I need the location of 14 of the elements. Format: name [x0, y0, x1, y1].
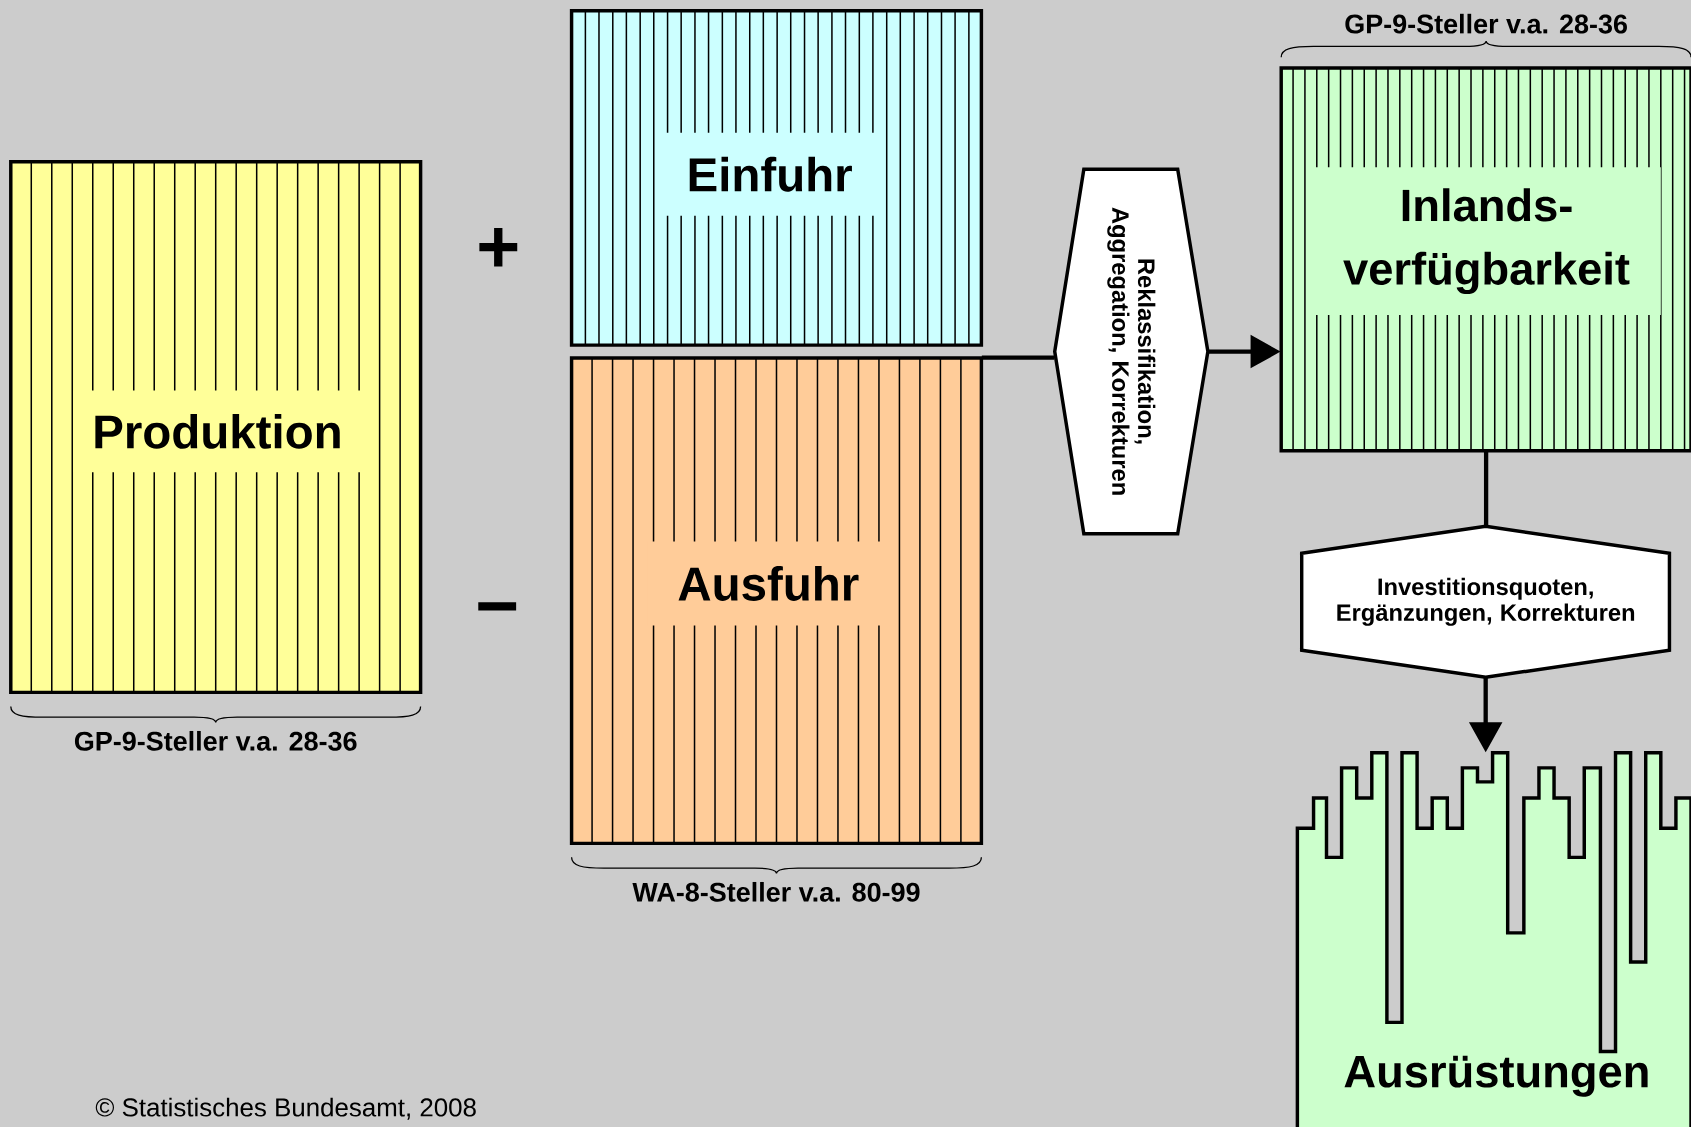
hexagon: Investitionsquoten, Ergänzungen, Korrekturen	[1299, 524, 1672, 680]
brace-label: WA-8-Steller v.a. 80-99	[632, 882, 920, 902]
hexagon: Reklassifikation, Aggregation, Korrekturen	[1053, 167, 1210, 536]
brace-label: GP-9-Steller v.a. 28-36	[1345, 13, 1627, 34]
connector-line	[981, 355, 1055, 360]
copyright-note: © Statistisches Bundesamt, 2008	[95, 1097, 476, 1120]
striped-box: Produktion GP-9-Steller v.a. 28-36	[9, 160, 423, 751]
brace-label: GP-9-Steller v.a. 28-36	[74, 731, 357, 751]
operator-sign: +	[479, 228, 518, 267]
striped-box: Einfuhr	[569, 9, 984, 347]
striped-box: Ausfuhr WA-8-Steller v.a. 80-99	[569, 356, 984, 902]
operator-sign: −	[478, 602, 517, 611]
connector-line	[1483, 451, 1489, 526]
striped-box: GP-9-Steller v.a. 28-36 Inlands- verfügbarkeit	[1279, 13, 1691, 453]
